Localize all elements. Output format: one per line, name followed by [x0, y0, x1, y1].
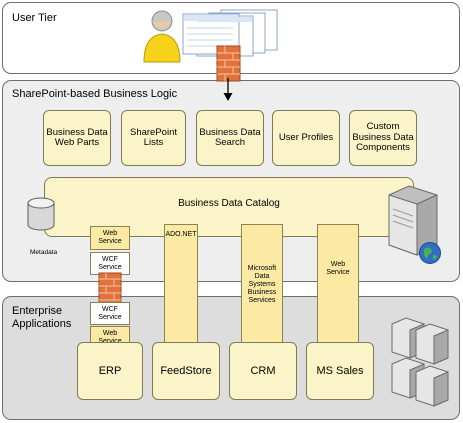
- user-icon: [143, 10, 181, 63]
- service-ado-net: ADO.NET: [164, 224, 198, 344]
- business-logic-tier-title: SharePoint-based Business Logic: [12, 88, 178, 100]
- service-microsoft-data-systems: Microsoft Data Systems Business Services: [241, 224, 283, 344]
- component-custom-business-data-components: Custom Business Data Components: [349, 110, 417, 166]
- system-erp: ERP: [77, 342, 143, 400]
- server-rack-icon: [391, 317, 449, 407]
- system-feedstore: FeedStore: [152, 342, 220, 400]
- globe-icon: [419, 242, 441, 264]
- server-icon: [388, 185, 438, 256]
- application-screens-icon: [182, 9, 278, 57]
- user-tier-title: User Tier: [12, 12, 57, 24]
- database-icon: [27, 197, 55, 231]
- erp-wcf-service-lower: WCF Service: [90, 302, 130, 325]
- system-crm: CRM: [229, 342, 297, 400]
- firewall-icon: [216, 45, 241, 82]
- metadata-label: Metadata: [30, 249, 58, 256]
- enterprise-tier-title-text: Enterprise Applications: [12, 305, 72, 330]
- firewall-icon-erp: [98, 272, 122, 306]
- service-web-service-mssales: Web Service: [317, 224, 359, 344]
- business-data-catalog-title: Business Data Catalog: [178, 198, 280, 209]
- system-ms-sales: MS Sales: [306, 342, 374, 400]
- request-arrow: [223, 78, 233, 101]
- erp-web-service-upper: Web Service: [90, 226, 130, 250]
- component-user-profiles: User Profiles: [272, 110, 340, 166]
- component-sharepoint-lists: SharePoint Lists: [121, 110, 186, 166]
- business-data-catalog: Business Data Catalog: [44, 177, 414, 237]
- component-business-data-web-parts: Business Data Web Parts: [43, 110, 111, 166]
- enterprise-tier-title: Enterprise Applications: [12, 305, 92, 331]
- component-business-data-search: Business Data Search: [196, 110, 264, 166]
